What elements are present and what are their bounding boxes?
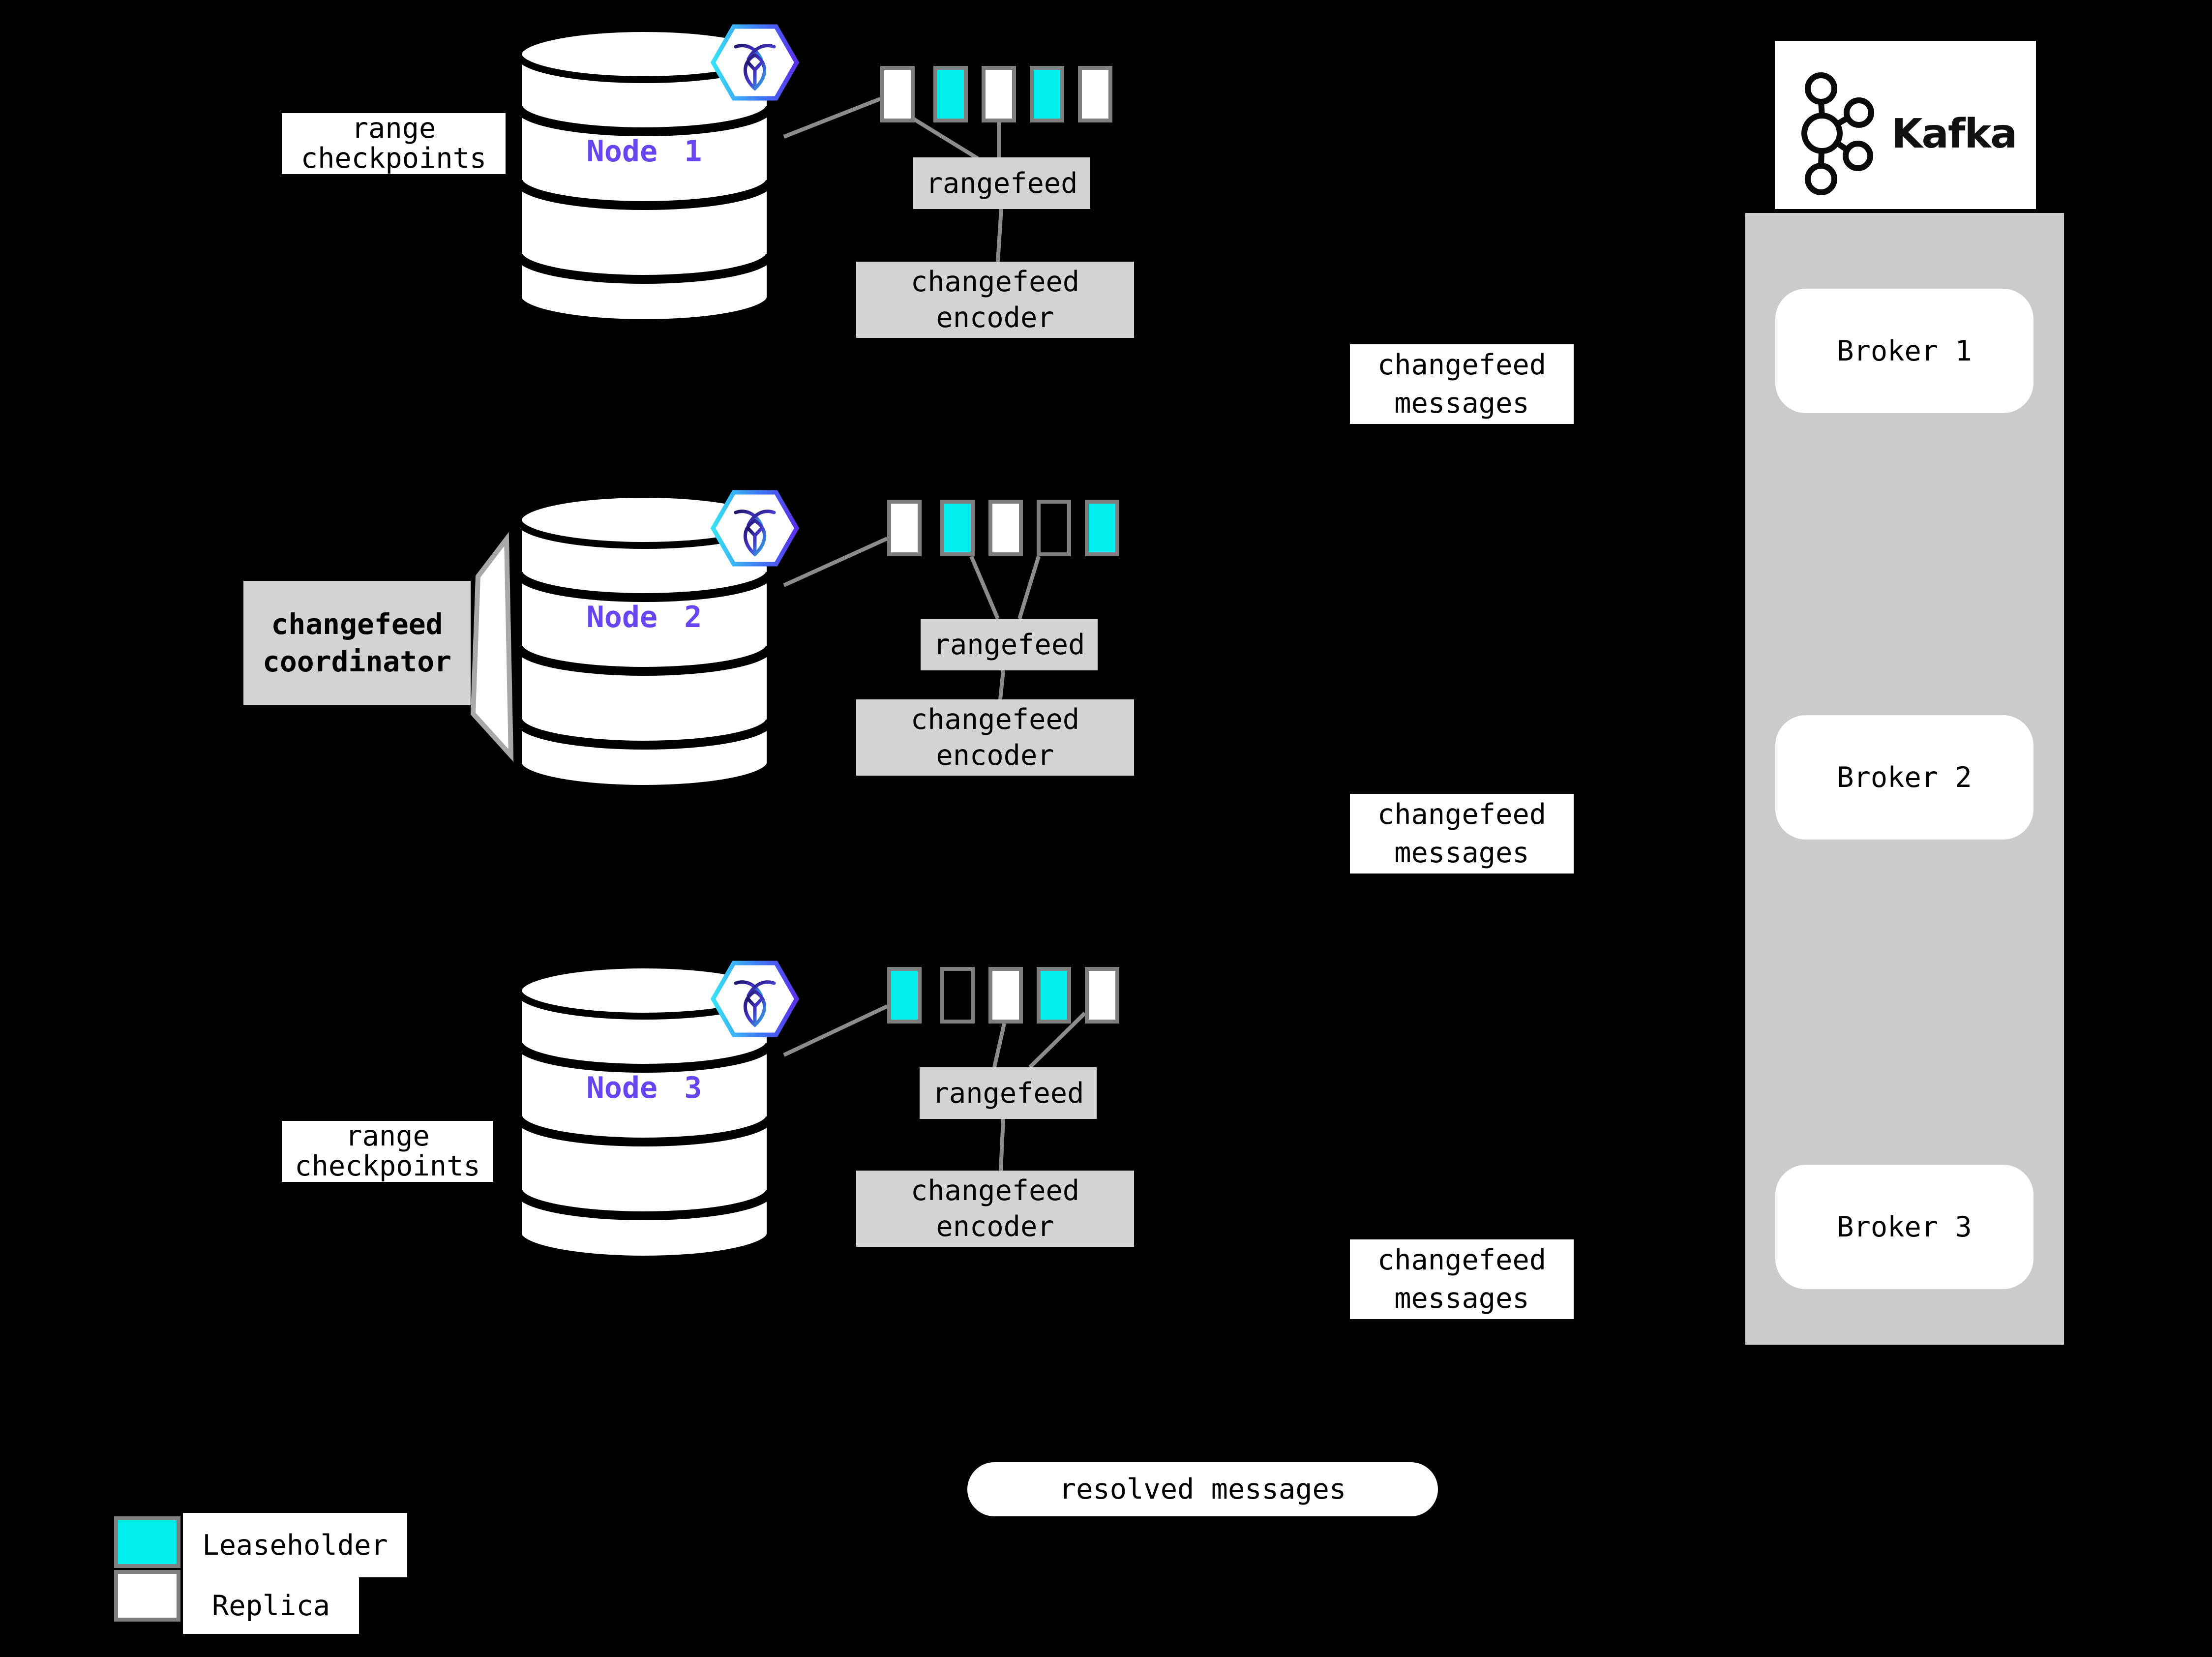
label-line: checkpoints bbox=[295, 1150, 480, 1182]
changefeed-coordinator-box: changefeed coordinator bbox=[243, 581, 471, 705]
encoder-label: encoder bbox=[936, 301, 1054, 334]
range-rect bbox=[887, 967, 922, 1024]
coordinator-label: coordinator bbox=[262, 645, 452, 678]
legend-leaseholder-swatch bbox=[114, 1516, 180, 1568]
label-line: messages bbox=[1394, 387, 1529, 420]
range-rect bbox=[1037, 500, 1071, 556]
resolved-messages-pill: resolved messages bbox=[967, 1462, 1438, 1516]
broker-2-box: Broker 2 bbox=[1775, 715, 2033, 840]
range-rect bbox=[940, 967, 975, 1024]
range-rect bbox=[887, 500, 922, 556]
broker-3-box: Broker 3 bbox=[1775, 1165, 2033, 1289]
range-rect bbox=[988, 967, 1023, 1024]
resolved-messages-label: resolved messages bbox=[1059, 1473, 1346, 1506]
legend-text: Leaseholder bbox=[202, 1529, 388, 1562]
rangefeed-label: rangefeed bbox=[926, 167, 1078, 200]
label-line: range bbox=[351, 113, 436, 145]
cockroachdb-hexagon-icon bbox=[710, 961, 800, 1037]
label-line: changefeed bbox=[1377, 349, 1547, 381]
database-cylinder-icon bbox=[514, 25, 775, 326]
range-rect bbox=[988, 500, 1023, 556]
broker-label: Broker 1 bbox=[1837, 334, 1972, 367]
range-checkpoints-label: range checkpoints bbox=[282, 113, 506, 174]
rangefeed-label: rangefeed bbox=[932, 1077, 1084, 1110]
node-2-name: Node 2 bbox=[586, 600, 702, 634]
cockroachdb-hexagon-icon bbox=[710, 24, 800, 101]
broker-1-box: Broker 1 bbox=[1775, 289, 2033, 413]
range-rect bbox=[940, 500, 975, 556]
label-line: changefeed bbox=[1377, 1244, 1547, 1276]
rangefeed-label: rangefeed bbox=[933, 628, 1085, 661]
encoder-label: changefeed bbox=[910, 265, 1080, 298]
changefeed-messages-label: changefeed messages bbox=[1350, 794, 1574, 874]
changefeed-messages-label: changefeed messages bbox=[1350, 344, 1574, 424]
legend-replica-swatch bbox=[114, 1570, 180, 1622]
label-line: checkpoints bbox=[300, 142, 487, 174]
legend-text: Replica bbox=[211, 1589, 330, 1622]
kafka-logo-icon bbox=[1801, 72, 1874, 195]
legend-replica-label: Replica bbox=[183, 1577, 359, 1634]
range-rect bbox=[982, 66, 1016, 122]
range-rect bbox=[1085, 500, 1119, 556]
coordinator-flag-icon bbox=[470, 532, 514, 762]
legend-leaseholder-label: Leaseholder bbox=[183, 1513, 407, 1577]
label-line: changefeed bbox=[1377, 798, 1547, 831]
broker-label: Broker 2 bbox=[1837, 761, 1972, 794]
label-line: messages bbox=[1394, 1282, 1529, 1315]
range-rect bbox=[1030, 66, 1064, 122]
encoder-label: encoder bbox=[936, 1210, 1054, 1243]
range-rect bbox=[1037, 967, 1071, 1024]
label-line: messages bbox=[1394, 837, 1529, 869]
changefeed-messages-label: changefeed messages bbox=[1350, 1239, 1574, 1319]
node-3-name: Node 3 bbox=[586, 1071, 702, 1105]
range-rect bbox=[1085, 967, 1119, 1024]
encoder-label: changefeed bbox=[910, 1174, 1080, 1207]
rangefeed-box: rangefeed bbox=[920, 1067, 1097, 1119]
rangefeed-box: rangefeed bbox=[913, 157, 1090, 209]
rangefeed-box: rangefeed bbox=[921, 619, 1098, 670]
node-1-name: Node 1 bbox=[586, 134, 702, 169]
range-rect bbox=[880, 66, 915, 122]
changefeed-encoder-box: changefeed encoder bbox=[856, 699, 1134, 776]
cockroachdb-hexagon-icon bbox=[710, 490, 800, 567]
coordinator-label: changefeed bbox=[271, 607, 443, 641]
range-rect bbox=[933, 66, 968, 122]
kafka-brand-text: Kafka bbox=[1891, 111, 2017, 157]
encoder-label: encoder bbox=[936, 739, 1054, 772]
range-checkpoints-label: range checkpoints bbox=[282, 1121, 493, 1182]
label-line: range bbox=[345, 1121, 430, 1152]
range-rect bbox=[1078, 66, 1112, 122]
kafka-logo-box: Kafka bbox=[1775, 41, 2036, 209]
encoder-label: changefeed bbox=[910, 703, 1080, 736]
changefeed-encoder-box: changefeed encoder bbox=[856, 262, 1134, 338]
database-cylinder-icon bbox=[514, 491, 775, 792]
broker-label: Broker 3 bbox=[1837, 1210, 1972, 1243]
changefeed-encoder-box: changefeed encoder bbox=[856, 1171, 1134, 1247]
